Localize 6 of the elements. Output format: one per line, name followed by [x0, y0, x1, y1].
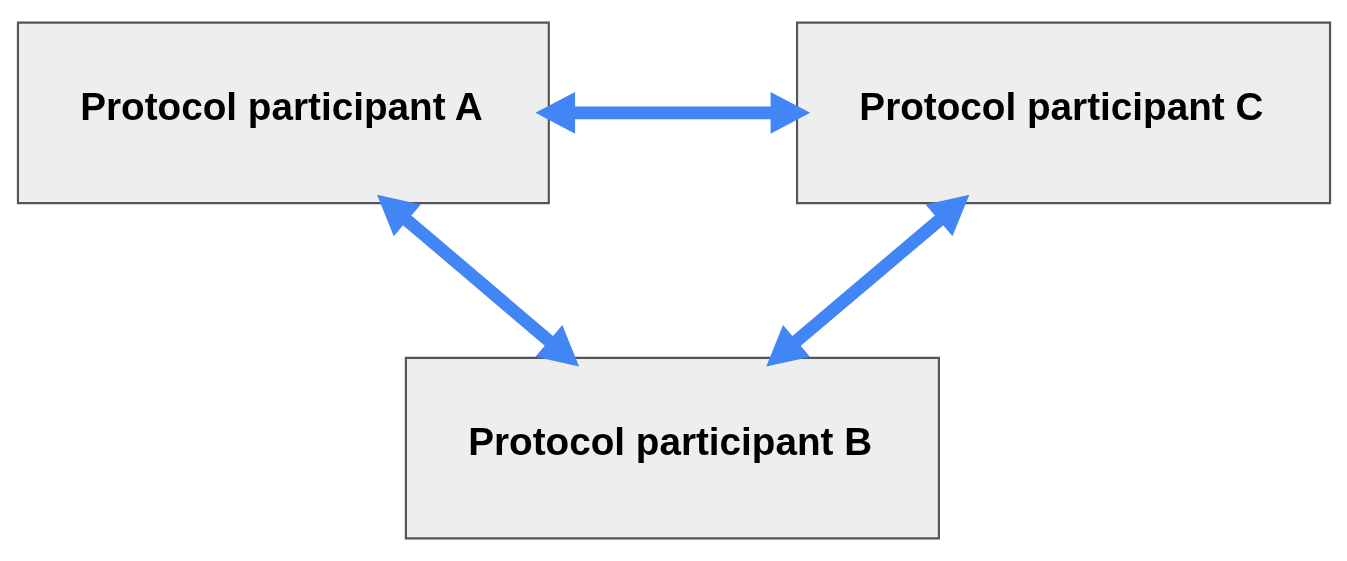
node-box: Protocol participant A	[16, 21, 550, 205]
arrow	[534, 92, 810, 134]
node-box: Protocol participant C	[795, 21, 1331, 205]
arrow	[765, 194, 969, 367]
arrow	[376, 194, 579, 367]
node-box: Protocol participant B	[404, 356, 940, 540]
